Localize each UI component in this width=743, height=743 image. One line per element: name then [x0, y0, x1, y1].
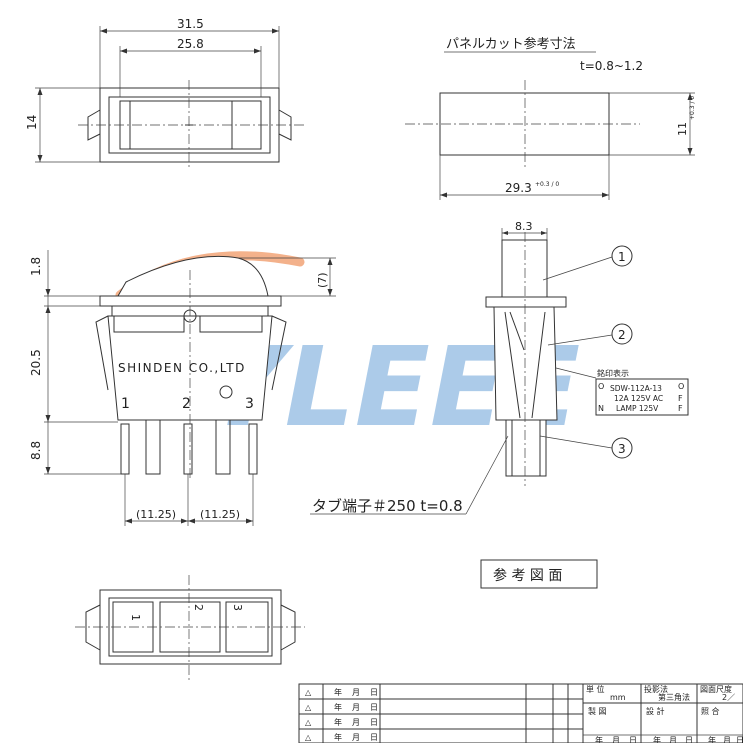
- panel-cut-view: パネルカット参考寸法 t=0.8~1.2 29.3 +0.3 / 0 11 +0…: [405, 36, 696, 200]
- date-year-3: 年: [708, 735, 716, 743]
- rev-day-1: 日: [370, 703, 378, 712]
- stamp-right-0: O: [678, 382, 684, 391]
- bottom-terminal-2: 2: [192, 604, 205, 611]
- dim-side-terminal: 8.8: [29, 441, 43, 460]
- dim-panel-height: 11: [676, 122, 689, 136]
- drawn-label: 製 図: [588, 706, 607, 716]
- scale-label: 図面尺度: [700, 684, 732, 694]
- dim-right-width: 8.3: [515, 220, 533, 233]
- date-year-1: 年: [595, 735, 603, 743]
- rev-day-2: 日: [370, 718, 378, 727]
- dim-pitch-right: (11.25): [200, 508, 240, 521]
- stamp-left-2: N: [598, 404, 604, 413]
- side-view: SHINDEN CO.,LTD 1 2 3 1.8 20.5 8.8 (7) (…: [29, 250, 336, 526]
- dim-panel-height-tol: +0.3 / 0: [689, 96, 696, 120]
- maker-marking: SHINDEN CO.,LTD: [118, 361, 246, 375]
- unit-value: mm: [610, 693, 626, 702]
- stamp-right-2: F: [678, 404, 683, 413]
- stamp-text-2: LAMP 125V: [616, 404, 659, 413]
- bottom-terminal-3: 3: [231, 604, 244, 611]
- dim-front-width-inner: 25.8: [177, 37, 204, 51]
- callout-2: 2: [618, 328, 626, 342]
- callout-3: 3: [618, 442, 626, 456]
- date-day-1: 日: [629, 736, 637, 743]
- rev-year-0: 年: [334, 687, 342, 697]
- projection-label: 投影法: [644, 684, 668, 694]
- stamp-box-title: 銘印表示: [597, 368, 629, 378]
- terminal-label-3: 3: [245, 396, 254, 412]
- tab-terminal-note: タブ端子＃250 t=0.8: [312, 497, 463, 515]
- reference-label: 参 考 図 面: [493, 567, 562, 584]
- date-month-2: 月: [669, 736, 677, 743]
- date-day-2: 日: [685, 736, 693, 743]
- rev-month-0: 月: [352, 688, 360, 697]
- date-day-3: 日: [736, 736, 743, 743]
- right-side-view: 8.3 1 2 3 銘印表示 O SDW-112A-13 O 12A 125V …: [310, 220, 689, 515]
- dim-panel-width-tol: +0.3 / 0: [535, 181, 559, 188]
- rev-day-0: 日: [370, 688, 378, 697]
- dim-side-body: 20.5: [29, 349, 43, 376]
- date-month-1: 月: [612, 736, 620, 743]
- reference-label-box: [480, 559, 598, 589]
- unit-label: 単 位: [586, 684, 605, 694]
- terminal-label-1: 1: [121, 396, 130, 412]
- stamp-right-1: F: [678, 394, 683, 403]
- rev-mark-2: △: [305, 718, 312, 727]
- stamp-box: [595, 378, 689, 416]
- rev-month-2: 月: [352, 718, 360, 727]
- stamp-text-1: 12A 125V AC: [614, 394, 663, 403]
- dim-side-top: 1.8: [29, 257, 43, 276]
- dim-front-width-outer: 31.5: [177, 17, 204, 31]
- dim-actuator-rise: (7): [316, 272, 329, 288]
- projection-value: 第三角法: [658, 692, 690, 702]
- rev-year-3: 年: [334, 732, 342, 742]
- rev-month-1: 月: [352, 703, 360, 712]
- title-block: △ 年 月 日 △ 年 月 日 △ 年 月 日 △ 年 月 日 単 位 mm 投…: [298, 683, 743, 743]
- bottom-terminal-1: 1: [129, 614, 142, 621]
- callout-1: 1: [618, 250, 626, 264]
- terminal-label-2: 2: [182, 396, 191, 412]
- dim-front-height: 14: [25, 115, 39, 130]
- panel-cut-title: パネルカット参考寸法: [446, 36, 576, 52]
- date-month-3: 月: [723, 736, 731, 743]
- front-view: 31.5 25.8 14: [25, 17, 305, 170]
- rev-year-2: 年: [334, 717, 342, 727]
- stamp-text-0: SDW-112A-13: [610, 384, 662, 393]
- dim-pitch-left: (11.25): [136, 508, 176, 521]
- stamp-left-0: O: [598, 382, 604, 391]
- design-label: 設 計: [646, 706, 665, 716]
- scale-value: 2／: [722, 693, 735, 702]
- rev-year-1: 年: [334, 702, 342, 712]
- panel-cut-thickness: t=0.8~1.2: [580, 59, 643, 73]
- rev-month-3: 月: [352, 733, 360, 742]
- rev-mark-3: △: [305, 733, 312, 742]
- rev-mark-1: △: [305, 703, 312, 712]
- rev-mark-0: △: [305, 688, 312, 697]
- check-label: 照 合: [701, 706, 720, 716]
- dim-panel-width: 29.3: [505, 181, 532, 195]
- bottom-view: 1 2 3: [75, 575, 305, 680]
- rev-day-3: 日: [370, 733, 378, 742]
- date-year-2: 年: [653, 735, 661, 743]
